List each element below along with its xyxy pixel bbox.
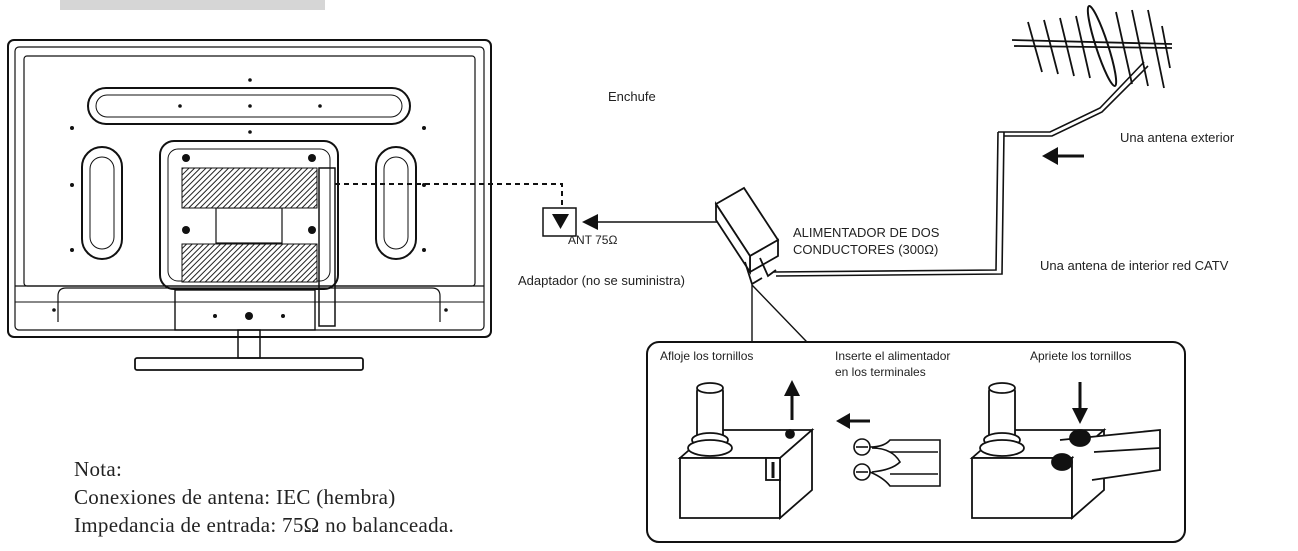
twin-lead-cable bbox=[773, 61, 1149, 277]
terminal-tighten-illustration bbox=[969, 382, 1161, 520]
label-ant-75: ANT 75Ω bbox=[568, 233, 618, 247]
outdoor-antenna-illustration bbox=[1011, 5, 1173, 89]
tv-back-illustration bbox=[7, 39, 492, 371]
label-loosen-screws: Afloje los tornillos bbox=[660, 349, 754, 363]
label-feeder-line2: CONDUCTORES (300Ω) bbox=[793, 242, 939, 257]
label-outdoor-antenna: Una antena exterior bbox=[1120, 130, 1235, 145]
adapter-to-ant-arrow bbox=[582, 214, 718, 230]
label-insert-feeder-line2: en los terminales bbox=[835, 365, 926, 379]
note-title: Nota: bbox=[74, 457, 123, 481]
feeder-lugs-illustration bbox=[853, 438, 941, 487]
insert-arrow-icon bbox=[836, 413, 870, 429]
note-line-connections: Conexiones de antena: IEC (hembra) bbox=[74, 485, 396, 509]
tv-screws bbox=[52, 78, 448, 320]
terminal-loosen-illustration bbox=[677, 382, 815, 520]
label-adapter: Adaptador (no se suministra) bbox=[518, 273, 685, 288]
note-line-impedance: Impedancia de entrada: 75Ω no balanceada… bbox=[74, 513, 455, 537]
label-insert-feeder-line1: Inserte el alimentador bbox=[835, 349, 951, 363]
header-bar bbox=[60, 0, 325, 10]
label-enchufe: Enchufe bbox=[608, 89, 656, 104]
label-indoor-antenna: Una antena de interior red CATV bbox=[1040, 258, 1229, 273]
label-tighten-screws: Apriete los tornillos bbox=[1030, 349, 1132, 363]
label-feeder-line1: ALIMENTADOR DE DOS bbox=[793, 225, 940, 240]
ant-connector-icon bbox=[542, 207, 577, 237]
adapter-illustration bbox=[714, 186, 780, 286]
up-arrow-icon bbox=[784, 380, 800, 420]
dashed-connection-line bbox=[335, 183, 563, 208]
down-arrow-icon bbox=[1072, 382, 1088, 424]
signal-arrow bbox=[1042, 147, 1084, 165]
